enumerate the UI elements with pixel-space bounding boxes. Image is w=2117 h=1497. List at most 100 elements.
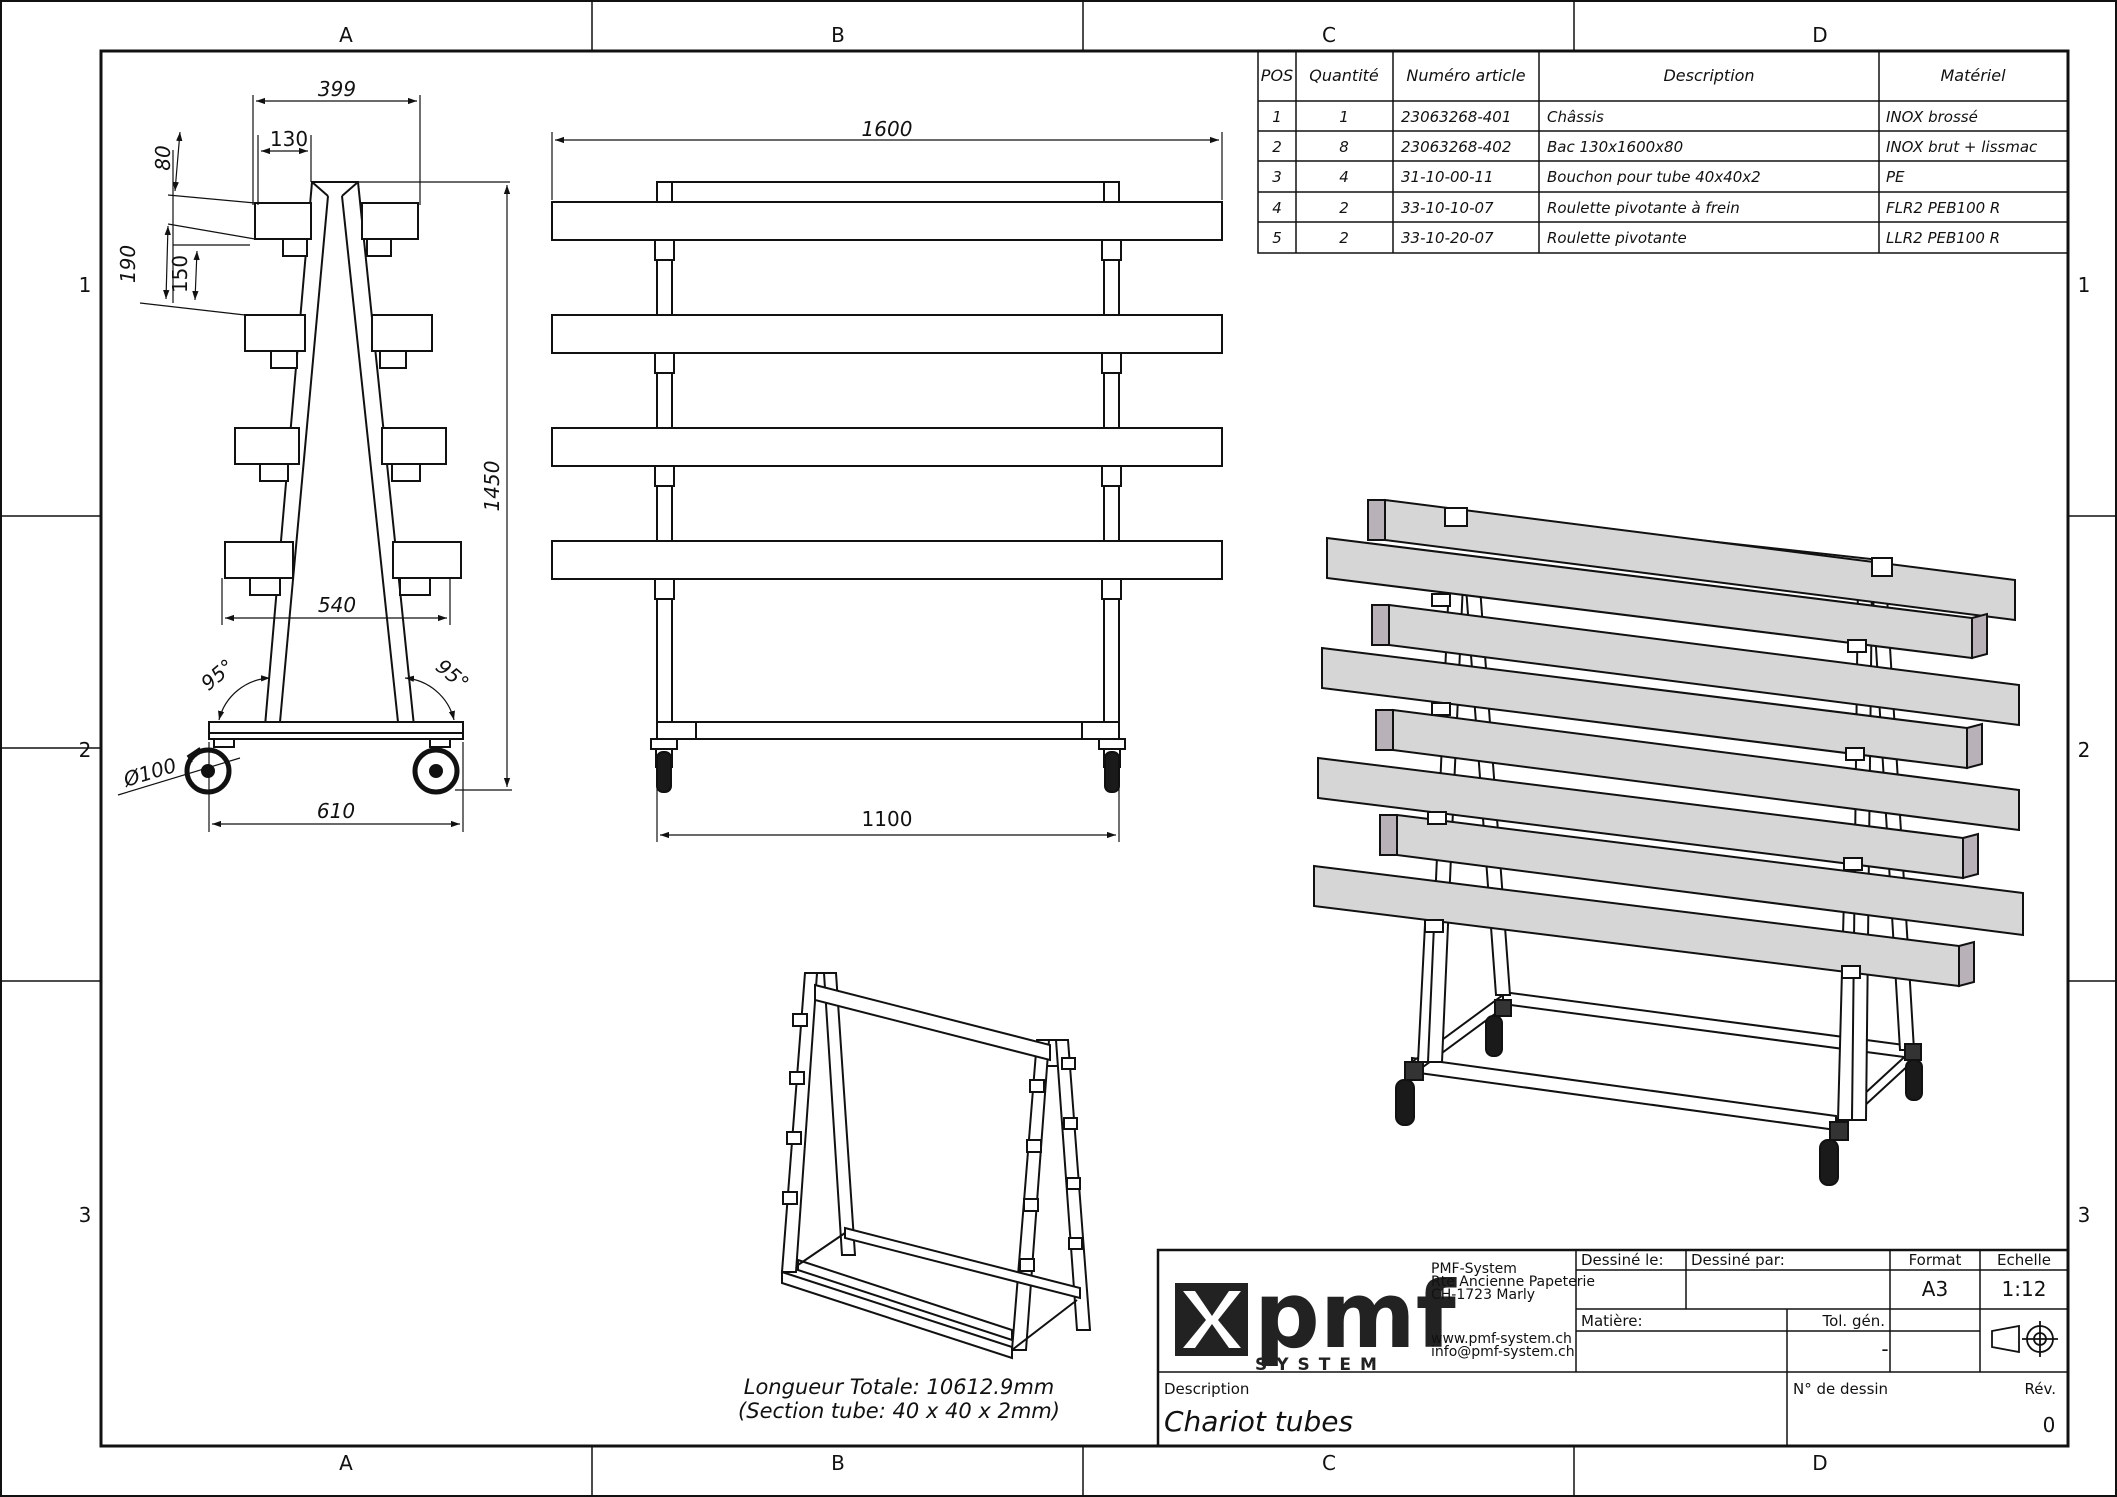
grid-labels: A B C D A B C D 1 2 3 1 2 3 (79, 23, 2091, 1475)
side-trays-right (361, 202, 462, 596)
bom-row-1-article: 23063268-401 (1401, 108, 1511, 126)
bom-row-5-description: Roulette pivotante (1547, 229, 1687, 247)
bom-row-4-article: 33-10-10-07 (1401, 199, 1494, 217)
dim-tray-width: 130 (270, 127, 308, 151)
bom-row-5-qty: 2 (1339, 229, 1349, 247)
front-wheel-right (1098, 738, 1126, 793)
dim-height: 1450 (480, 461, 504, 512)
dim-angle-right: 95° (431, 654, 474, 695)
bom-row-4-material: FLR2 PEB100 R (1886, 199, 2000, 217)
side-view-dimensions (117, 95, 512, 832)
front-tray-3 (551, 427, 1223, 467)
bom-row-4-pos: 4 (1272, 199, 1282, 217)
logo-text: pmf (1254, 1262, 1457, 1369)
bom-row-3-description: Bouchon pour tube 40x40x2 (1547, 168, 1761, 186)
dim-tray-height: 80 (151, 145, 175, 170)
a-frame-inner-right (341, 195, 399, 723)
tolerance-value: - (1881, 1337, 1888, 1361)
iso-back-trays (1367, 498, 2024, 937)
bom-row-1-material: INOX brossé (1886, 108, 1978, 126)
company-email: info@pmf-system.ch (1431, 1344, 1575, 1360)
col-label-bottom-c: C (1322, 1451, 1336, 1475)
dim-mid-width: 540 (318, 593, 356, 617)
dim-pitch-outer: 190 (116, 245, 140, 283)
bom-row-2-article: 23063268-402 (1401, 138, 1511, 156)
col-label-bottom-d: D (1812, 1451, 1827, 1475)
front-top-bar (656, 181, 1120, 203)
bom-row-3-material: PE (1886, 168, 1905, 186)
bom-header-description: Description (1663, 66, 1754, 85)
bom-row-5-article: 33-10-20-07 (1401, 229, 1494, 247)
title-block: pmf SYSTEM PMF-System Rte Ancienne Papet… (1156, 1248, 2070, 1448)
drawing-title: Chariot tubes (1164, 1405, 1353, 1438)
row-label-left-3: 3 (79, 1203, 92, 1227)
dim-length: 1600 (862, 117, 913, 141)
bom-row-1-description: Châssis (1547, 108, 1604, 126)
front-base-bar (656, 721, 1120, 740)
front-tray-1 (551, 201, 1223, 241)
col-label-top-b: B (831, 23, 845, 47)
bom-row-3-article: 31-10-00-11 (1401, 168, 1494, 186)
bom-row-1-qty: 1 (1339, 108, 1349, 126)
company-city: CH-1723 Marly (1431, 1287, 1535, 1303)
bom-header-material: Matériel (1940, 66, 2006, 85)
row-label-right-3: 3 (2078, 1203, 2091, 1227)
bom-header-qty: Quantité (1309, 66, 1379, 85)
drawing-number-label: N° de dessin (1793, 1380, 1888, 1398)
logo-system-text: SYSTEM (1255, 1355, 1386, 1375)
bom-row-2-material: INOX brut + lissmac (1886, 138, 2038, 156)
dim-angle-left: 95° (196, 654, 239, 695)
side-view (184, 181, 464, 795)
col-label-bottom-b: B (831, 1451, 845, 1475)
material-label: Matière: (1581, 1312, 1643, 1330)
front-tray-4 (551, 540, 1223, 580)
dim-pitch-inner: 150 (168, 255, 192, 293)
col-label-top-a: A (339, 23, 353, 47)
total-length-note: Longueur Totale: 10612.9mm (744, 1375, 1054, 1399)
tolerance-label: Tol. gén. (1821, 1312, 1885, 1330)
iso-post-caps (1424, 507, 1893, 979)
description-label: Description (1164, 1380, 1249, 1398)
a-frame-inner (279, 195, 329, 723)
side-wheel-right (412, 747, 460, 795)
side-trays-left (224, 202, 312, 596)
bom-row-4-description: Roulette pivotante à frein (1547, 199, 1740, 217)
drawn-on-label: Dessiné le: (1581, 1251, 1664, 1269)
revision-value: 0 (2043, 1413, 2056, 1437)
company-web: www.pmf-system.ch (1431, 1331, 1572, 1347)
bom-row-5-pos: 5 (1272, 229, 1282, 247)
bom-row-3-pos: 3 (1272, 168, 1282, 186)
front-view-dimensions (551, 132, 1223, 842)
pmf-logo: pmf SYSTEM (1175, 1262, 1457, 1375)
row-label-left-1: 1 (79, 273, 92, 297)
iso-cart-view (1313, 498, 2024, 1186)
drawn-by-label: Dessiné par: (1691, 1251, 1785, 1269)
front-view (551, 181, 1223, 793)
bom-table: POS Quantité Numéro article Description … (1257, 50, 2069, 254)
format-value: A3 (1922, 1277, 1948, 1301)
dim-top-width: 399 (318, 77, 356, 101)
tube-section-note: (Section tube: 40 x 40 x 2mm) (738, 1399, 1060, 1423)
side-base-bar (208, 721, 464, 740)
bom-row-2-description: Bac 130x1600x80 (1547, 138, 1683, 156)
dim-base-length: 1100 (862, 807, 913, 831)
side-wheel-left (184, 747, 232, 795)
bom-row-3-qty: 4 (1339, 168, 1349, 186)
bom-header-pos: POS (1261, 66, 1293, 85)
iso-base-front-bar (1411, 1056, 1837, 1132)
bom-row-5-material: LLR2 PEB100 R (1886, 229, 2000, 247)
format-label: Format (1909, 1251, 1962, 1269)
scale-label: Echelle (1997, 1251, 2051, 1269)
row-label-right-2: 2 (2078, 738, 2091, 762)
iso-front-trays (1313, 536, 1988, 988)
front-wheel-left (650, 738, 678, 793)
iso-frame-view (780, 972, 1092, 1360)
company-name: PMF-System (1431, 1261, 1517, 1277)
bom-header-article: Numéro article (1406, 66, 1525, 85)
col-label-top-c: C (1322, 23, 1336, 47)
bom-row-2-pos: 2 (1272, 138, 1282, 156)
dim-wheel-diameter: Ø100 (120, 753, 180, 792)
iso-cart-wheels (1395, 999, 1923, 1186)
